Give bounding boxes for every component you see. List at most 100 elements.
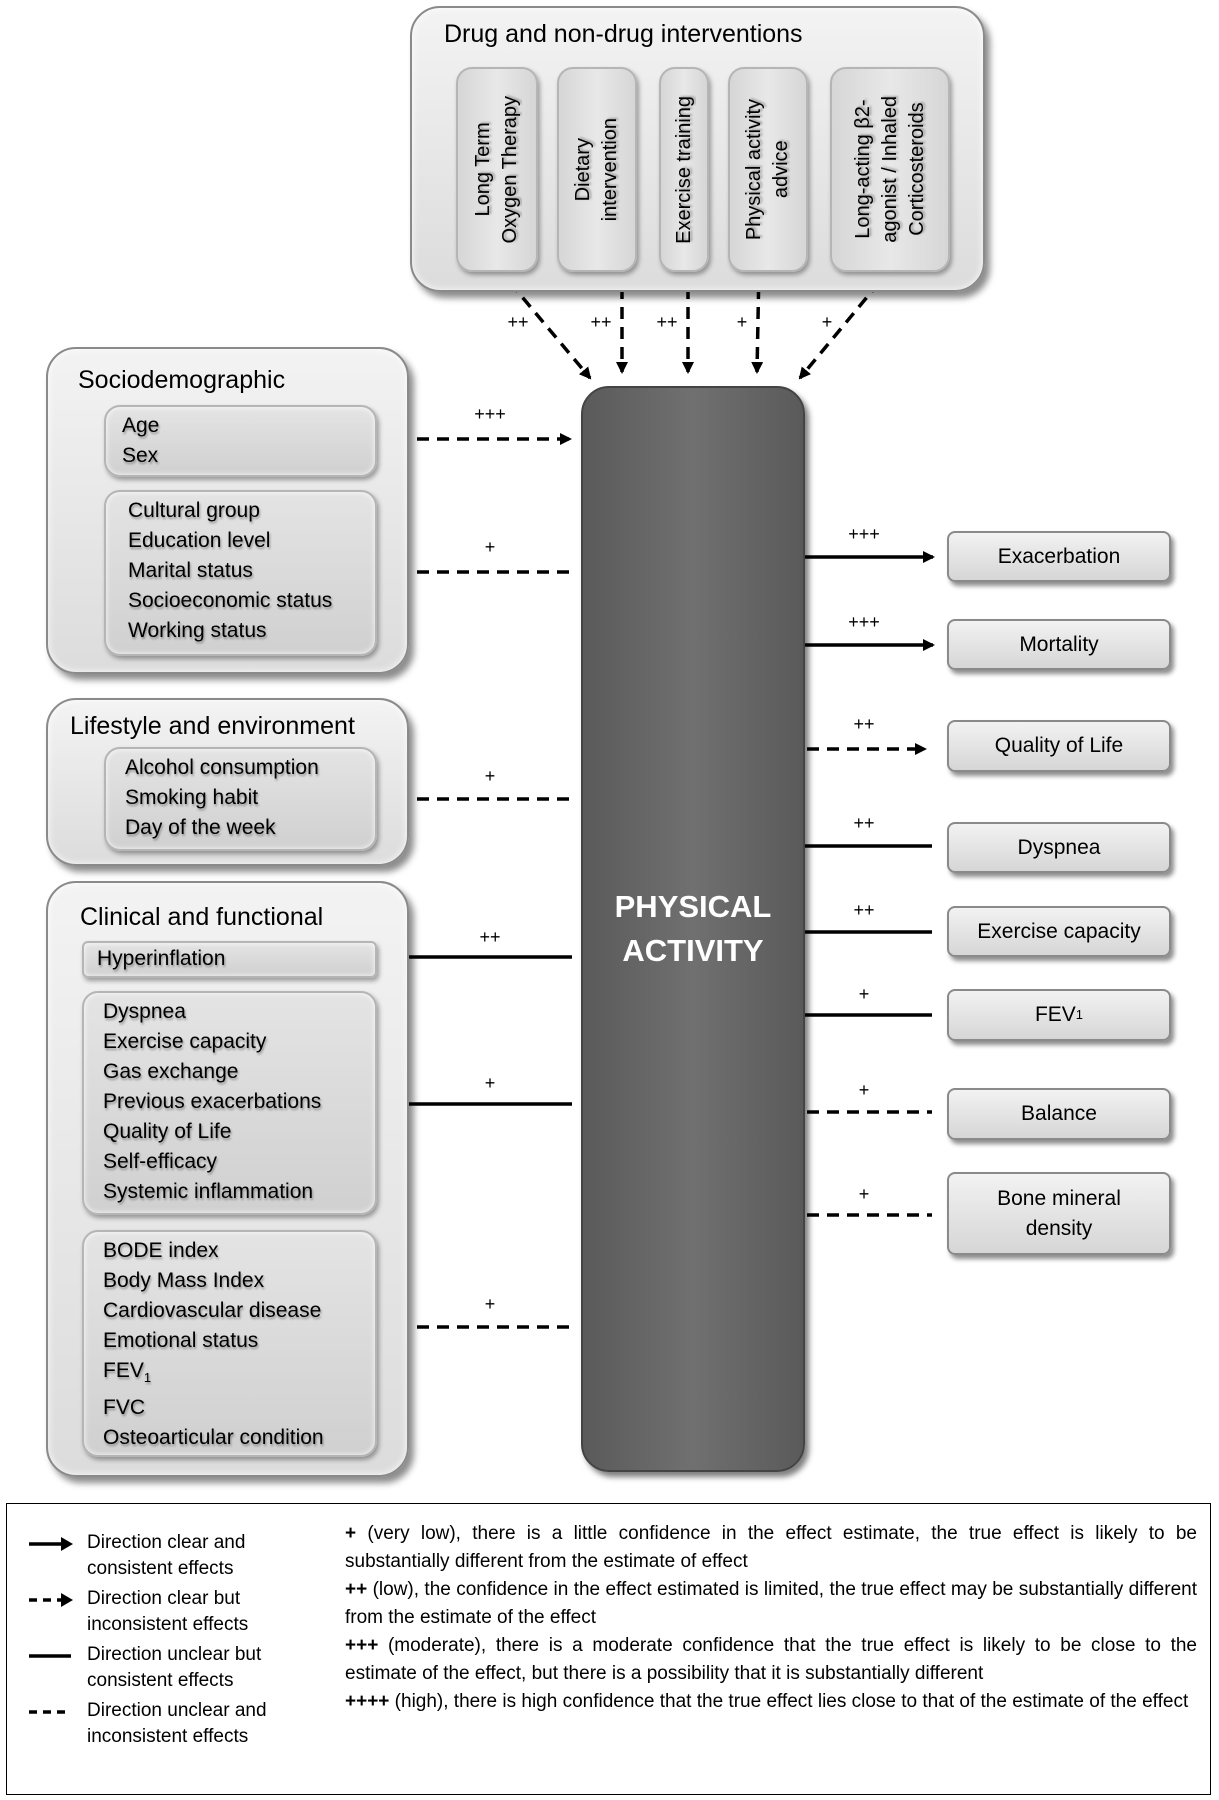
- group-title-lifestyle: Lifestyle and environment: [70, 712, 355, 740]
- intervention-dietary: Dietary intervention: [557, 67, 637, 272]
- line-item: Alcohol consumption: [125, 756, 319, 779]
- intervention-label: Long-acting β2- agonist / Inhaled Cortic…: [851, 96, 928, 243]
- legend-label: Direction unclear and inconsistent effec…: [87, 1700, 267, 1747]
- grade-clinical-c: +: [484, 1294, 496, 1314]
- grade-hyperinflation: ++: [479, 927, 501, 947]
- fev-subscript: 1: [1075, 1007, 1084, 1022]
- sub-lines: Hyperinflation: [97, 944, 225, 974]
- grade-age-sex: +++: [474, 404, 506, 424]
- line-item: Smoking habit: [125, 786, 259, 809]
- line-item: Socioeconomic status: [128, 589, 333, 612]
- legend-label: Direction clear and consistent effects: [87, 1532, 246, 1579]
- grade-symbol: +: [345, 1523, 357, 1544]
- grade-bone-mineral-density: +: [858, 1184, 870, 1204]
- line-item: Previous exacerbations: [103, 1090, 322, 1113]
- legend-solid-arrow-icon: [29, 1537, 73, 1551]
- line-item: Dyspnea: [103, 1000, 186, 1023]
- grade-balance: +: [858, 1080, 870, 1100]
- intervention-exercise-training: Exercise training: [659, 67, 709, 272]
- line-item: Self-efficacy: [103, 1150, 217, 1173]
- sub-lines: Age Sex: [122, 411, 159, 471]
- grade-pa-advice: +: [736, 312, 748, 332]
- physical-activity-label: PHYSICAL ACTIVITY: [614, 889, 772, 968]
- grade-symbol: ++: [345, 1579, 368, 1600]
- line-item: Day of the week: [125, 816, 276, 839]
- sub-lines: Alcohol consumption Smoking habit Day of…: [125, 753, 319, 843]
- line-item: Osteoarticular condition: [103, 1426, 324, 1450]
- grade-symbol: ++++: [345, 1691, 390, 1712]
- fev-text: FEV: [103, 1359, 144, 1382]
- grade-description: (very low), there is a little confidence…: [345, 1523, 1197, 1572]
- edge-pa-advice: [751, 266, 764, 374]
- outcome-dyspnea: Dyspnea: [947, 822, 1171, 873]
- grade-dietary: ++: [590, 312, 612, 332]
- grade-definition: + (very low), there is a little confiden…: [345, 1520, 1197, 1576]
- sub-lines: BODE index Body Mass Index Cardiovascula…: [103, 1236, 324, 1453]
- clinical-other: BODE index Body Mass Index Cardiovascula…: [82, 1230, 377, 1457]
- legend-dashed-arrow-icon: [29, 1593, 73, 1607]
- line-item: Exercise capacity: [103, 1030, 267, 1053]
- legend: Direction clear and consistent effects D…: [6, 1503, 1211, 1795]
- outcome-mortality: Mortality: [947, 619, 1171, 670]
- group-lifestyle: Lifestyle and environment Alcohol consum…: [46, 698, 409, 866]
- group-title-clinical: Clinical and functional: [80, 903, 324, 931]
- outcome-exercise-capacity: Exercise capacity: [947, 906, 1171, 957]
- line-item: Age: [122, 414, 160, 437]
- grade-definition: ++ (low), the confidence in the effect e…: [345, 1576, 1197, 1632]
- grade-description: (high), there is high confidence that th…: [389, 1691, 1189, 1712]
- sub-lines: Dyspnea Exercise capacity Gas exchange P…: [103, 997, 321, 1207]
- line-item: Hyperinflation: [97, 947, 226, 970]
- line-item: Emotional status: [103, 1329, 259, 1352]
- legend-solid-line-icon: [29, 1654, 71, 1658]
- outcome-exacerbation: Exacerbation: [947, 531, 1171, 582]
- grade-definition: +++ (moderate), there is a moderate conf…: [345, 1632, 1197, 1688]
- intervention-label: Physical activity advice: [743, 98, 792, 241]
- line-item: Gas exchange: [103, 1060, 239, 1083]
- line-item: Education level: [128, 529, 271, 552]
- grade-dyspnea: ++: [853, 813, 875, 833]
- line-item: Working status: [128, 619, 267, 642]
- fev-subscript: 1: [143, 1370, 152, 1386]
- group-title-sociodemographic: Sociodemographic: [78, 366, 286, 394]
- group-title-drug: Drug and non-drug interventions: [444, 20, 803, 48]
- lifestyle-items: Alcohol consumption Smoking habit Day of…: [104, 747, 377, 851]
- grade-exercise-capacity: ++: [853, 900, 875, 920]
- legend-label: Direction unclear but consistent effects: [87, 1644, 262, 1691]
- grade-description: (moderate), there is a moderate confiden…: [345, 1635, 1197, 1684]
- grade-laba: +: [821, 312, 833, 332]
- intervention-label: Exercise training: [672, 95, 695, 244]
- grade-exacerbation: +++: [848, 524, 880, 544]
- line-item: Quality of Life: [103, 1120, 232, 1143]
- grade-description: (low), the confidence in the effect esti…: [345, 1579, 1197, 1628]
- grade-exercise-training: ++: [656, 312, 678, 332]
- outcome-balance: Balance: [947, 1088, 1171, 1140]
- group-clinical: Clinical and functional Hyperinflation D…: [46, 881, 409, 1477]
- outcome-bone-mineral-density: Bone mineral density: [947, 1172, 1171, 1255]
- grade-mortality: +++: [848, 612, 880, 632]
- legend-label: Direction clear but inconsistent effects: [87, 1588, 249, 1635]
- grade-quality-of-life: ++: [853, 714, 875, 734]
- sociodemographic-social: Cultural group Education level Marital s…: [104, 490, 377, 656]
- physical-activity-node: PHYSICAL ACTIVITY: [581, 386, 805, 1472]
- line-item: Systemic inflammation: [103, 1180, 314, 1203]
- grade-clinical-b: +: [484, 1073, 496, 1093]
- intervention-ltot: Long Term Oxygen Therapy: [456, 67, 538, 272]
- grade-definition: ++++ (high), there is high confidence th…: [345, 1688, 1197, 1716]
- line-item: Cardiovascular disease: [103, 1299, 322, 1322]
- grade-lifestyle: +: [484, 766, 496, 786]
- line-item: FVC: [103, 1396, 145, 1420]
- grade-symbol: +++: [345, 1635, 379, 1656]
- group-sociodemographic: Sociodemographic Age Sex Cultural group …: [46, 347, 409, 674]
- legend-dashed-line-icon: [29, 1710, 71, 1714]
- line-item: Body Mass Index: [103, 1269, 265, 1292]
- intervention-label: Long Term Oxygen Therapy: [472, 95, 521, 244]
- grade-socioeconomic: +: [484, 537, 496, 557]
- clinical-hyperinflation: Hyperinflation: [82, 941, 377, 978]
- grade-fev1: +: [858, 984, 870, 1004]
- sociodemographic-age-sex: Age Sex: [104, 405, 377, 477]
- grade-ltot: ++: [507, 312, 529, 332]
- intervention-laba: Long-acting β2- agonist / Inhaled Cortic…: [830, 67, 950, 272]
- line-item: Marital status: [128, 559, 253, 582]
